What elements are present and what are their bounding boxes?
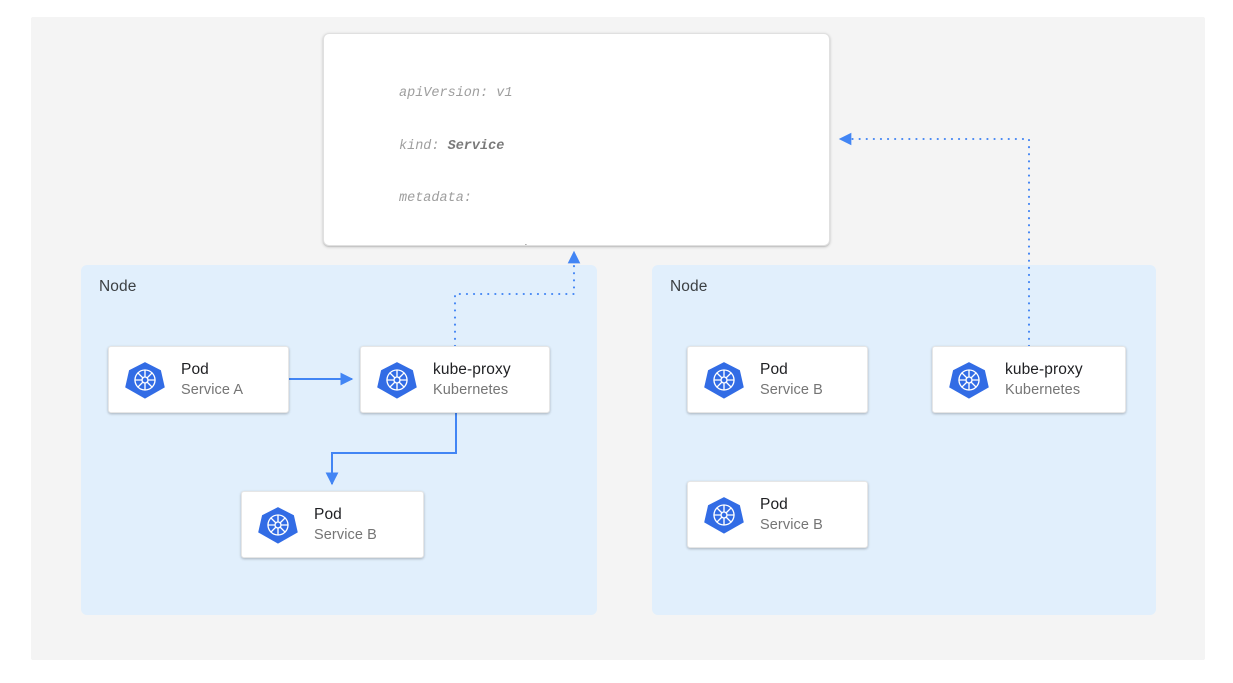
card-kube-proxy-right[interactable]: kube-proxy Kubernetes xyxy=(932,346,1126,413)
node-container-left: Node xyxy=(81,265,597,615)
node-container-right: Node xyxy=(652,265,1156,615)
card-subtitle: Kubernetes xyxy=(433,381,509,398)
card-subtitle: Service A xyxy=(181,381,244,398)
card-text: Pod Service B xyxy=(760,360,823,400)
card-pod-service-b-left[interactable]: Pod Service B xyxy=(241,491,424,558)
kubernetes-logo-icon xyxy=(949,361,989,399)
card-title: Pod xyxy=(760,360,788,378)
card-kube-proxy-left[interactable]: kube-proxy Kubernetes xyxy=(360,346,550,413)
yaml-line: apiVersion: v1 xyxy=(399,86,513,101)
card-title: Pod xyxy=(760,495,788,513)
card-pod-service-a[interactable]: Pod Service A xyxy=(108,346,289,413)
card-text: Pod Service A xyxy=(181,360,243,400)
card-title: kube-proxy xyxy=(433,360,511,378)
kubernetes-logo-icon xyxy=(377,361,417,399)
kubernetes-logo-icon xyxy=(258,506,298,544)
card-subtitle: Service B xyxy=(314,526,377,543)
node-label-left: Node xyxy=(99,278,137,295)
card-title: Pod xyxy=(314,505,342,523)
card-pod-service-b-right-bottom[interactable]: Pod Service B xyxy=(687,481,868,548)
card-text: kube-proxy Kubernetes xyxy=(433,360,511,400)
yaml-line: kind: Service xyxy=(399,138,505,154)
card-subtitle: Kubernetes xyxy=(1005,381,1081,398)
card-title: kube-proxy xyxy=(1005,360,1083,378)
service-yaml-manifest: apiVersion: v1 kind: Service metadata: n… xyxy=(323,33,830,246)
card-text: kube-proxy Kubernetes xyxy=(1005,360,1083,400)
kubernetes-logo-icon xyxy=(704,496,744,534)
card-subtitle: Service B xyxy=(760,516,823,533)
card-title: Pod xyxy=(181,360,209,378)
kubernetes-logo-icon xyxy=(704,361,744,399)
node-label-right: Node xyxy=(670,278,708,295)
card-text: Pod Service B xyxy=(314,505,377,545)
yaml-code-block: apiVersion: v1 kind: Service metadata: n… xyxy=(399,50,731,246)
card-subtitle: Service B xyxy=(760,381,823,398)
card-pod-service-b-right-top[interactable]: Pod Service B xyxy=(687,346,868,413)
kubernetes-logo-icon xyxy=(125,361,165,399)
yaml-line: name: my-service xyxy=(399,243,731,246)
yaml-line: metadata: xyxy=(399,191,472,206)
card-text: Pod Service B xyxy=(760,495,823,535)
